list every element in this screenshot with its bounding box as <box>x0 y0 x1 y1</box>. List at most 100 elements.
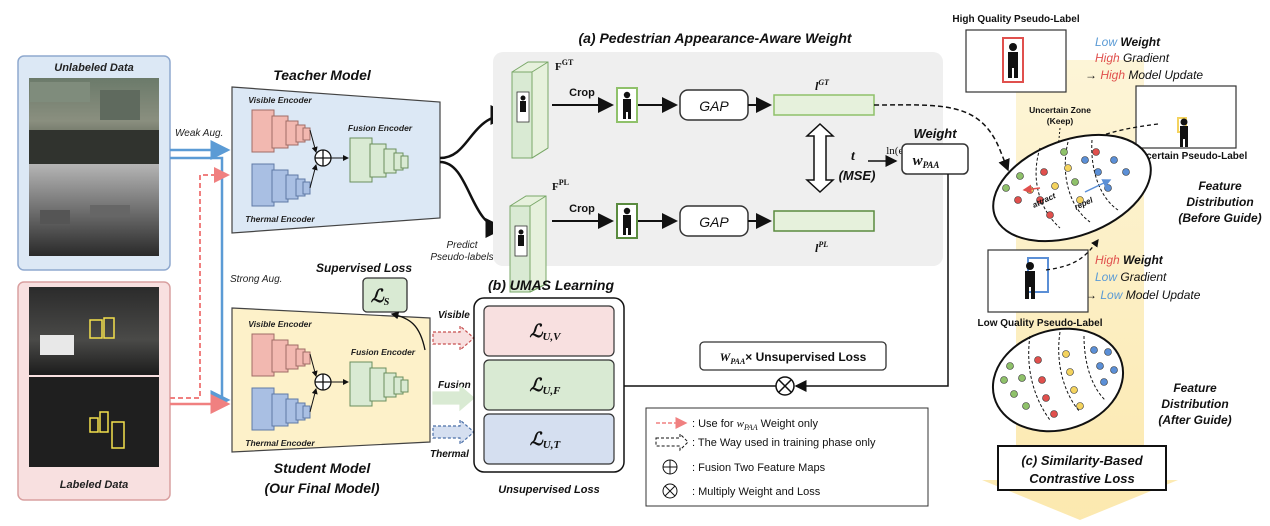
feature-points-after <box>1000 346 1118 418</box>
svg-text:WPAA× Unsupervised Loss: WPAA× Unsupervised Loss <box>720 350 867 366</box>
svg-text:: Use for wPAA Weight only: : Use for wPAA Weight only <box>692 418 818 432</box>
uncertain-label: Uncertain Pseudo-Label <box>1133 151 1248 162</box>
svg-text:ℒU,V: ℒU,V <box>530 321 563 343</box>
strong-aug-label: Strong Aug. <box>230 274 282 285</box>
svg-text:lPL: lPL <box>815 240 828 255</box>
svg-text:Low Gradient: Low Gradient <box>1095 270 1167 284</box>
teacher-visible-encoder-label: Visible Encoder <box>248 95 312 105</box>
vector-l-pl <box>773 210 875 232</box>
feature-map-pl: FPL <box>509 178 569 293</box>
paa-section: (a) Pedestrian Appearance-Aware Weight F… <box>493 30 943 293</box>
loss-u-v-box <box>483 305 615 357</box>
svg-text:: Fusion Two Feature Maps: : Fusion Two Feature Maps <box>692 462 826 474</box>
svg-text:FPL: FPL <box>552 178 569 193</box>
teacher-visible-encoder-blocks <box>251 109 311 153</box>
similarity-title-box <box>997 445 1167 491</box>
legend: : Use for wPAA Weight only : The Way use… <box>645 407 929 507</box>
student-visible-encoder-label: Visible Encoder <box>248 319 312 329</box>
legend-item-fusion: : Fusion Two Feature Maps <box>662 459 826 475</box>
guide-title-1: (c) Similarity-Based <box>1021 453 1143 468</box>
student-title: Student Model <box>274 460 372 476</box>
predict-label: Predict <box>446 240 478 251</box>
legend-item-dashed-arrow: : The Way used in training phase only <box>655 432 876 452</box>
predict-label-2: Pseudo-labels <box>430 252 493 263</box>
svg-text:→ Low Model Update: → Low Model Update <box>1085 288 1201 302</box>
svg-text:: Multiply Weight and Loss: : Multiply Weight and Loss <box>692 486 821 498</box>
umas-title: (b) UMAS Learning <box>488 277 614 293</box>
gt-to-guide-arrow <box>873 104 1010 172</box>
input-arrows: Weak Aug. Strong Aug. <box>170 128 282 414</box>
uncertain-zone-label: Uncertain Zone <box>1029 105 1091 115</box>
low-quality-label: Low Quality Pseudo-Label <box>977 318 1102 329</box>
student-visible-encoder-blocks <box>251 333 311 377</box>
teacher-fusion-encoder-blocks <box>349 137 409 183</box>
paa-title: (a) Pedestrian Appearance-Aware Weight <box>578 30 852 46</box>
mse-double-arrow <box>805 122 835 194</box>
labeled-data-label: Labeled Data <box>60 479 128 491</box>
loss-u-f-box <box>483 359 615 411</box>
contrastive-guide: High Quality Pseudo-Label Low Weight Hig… <box>952 14 1262 520</box>
svg-text:→ High Model Update: → High Model Update <box>1085 68 1203 82</box>
student-model: Visible Encoder Thermal Encoder Fusion E… <box>231 307 431 496</box>
crop-label-pl: Crop <box>569 203 595 215</box>
feat-before-1: Feature <box>1198 179 1242 193</box>
keep-label: (Keep) <box>1047 116 1074 126</box>
legend-item-red-dash: : Use for wPAA Weight only <box>656 417 818 432</box>
feat-before-2: Distribution <box>1186 195 1253 209</box>
svg-text:High Weight: High Weight <box>1095 253 1164 267</box>
svg-text:: The Way used in training pha: : The Way used in training phase only <box>692 437 876 449</box>
branch-fusion-label: Fusion <box>438 380 471 391</box>
supervised-loss-label: Supervised Loss <box>316 261 412 275</box>
svg-text:GAP: GAP <box>699 214 729 230</box>
teacher-fusion-encoder-label: Fusion Encoder <box>348 123 413 133</box>
svg-text:wPAA: wPAA <box>913 153 940 170</box>
guide-title-2: Contrastive Loss <box>1029 471 1134 486</box>
student-subtitle: (Our Final Model) <box>264 480 379 496</box>
svg-text:FGT: FGT <box>555 58 574 73</box>
svg-text:ℒU,F: ℒU,F <box>530 375 562 397</box>
supervised-loss: Supervised Loss ℒS <box>316 261 426 351</box>
crop-label-gt: Crop <box>569 87 595 99</box>
labeled-thermal-image <box>29 377 159 467</box>
svg-text:High Gradient: High Gradient <box>1095 51 1170 65</box>
legend-item-multiply: : Multiply Weight and Loss <box>662 483 821 499</box>
feat-before-3: (Before Guide) <box>1178 211 1261 225</box>
weight-title: Weight <box>913 126 957 141</box>
low-quality-image <box>987 249 1089 313</box>
feat-after-1: Feature <box>1173 381 1217 395</box>
vector-l-gt <box>773 94 875 116</box>
teacher-thermal-encoder-label: Thermal Encoder <box>245 214 315 224</box>
teacher-model: Teacher Model Visible Encoder Thermal En… <box>231 67 441 234</box>
umas-section: (b) UMAS Learning ℒU,V ℒU,F ℒU,T Unsuper… <box>473 277 625 496</box>
student-branches: Visible Fusion Thermal <box>430 310 475 460</box>
unsupervised-loss-label: Unsupervised Loss <box>498 484 599 496</box>
unlabeled-data-label: Unlabeled Data <box>54 62 133 74</box>
feature-map-gt: FGT <box>511 58 574 159</box>
feat-after-3: (After Guide) <box>1158 413 1231 427</box>
feat-after-2: Distribution <box>1161 397 1228 411</box>
student-fusion-encoder-blocks <box>349 361 409 407</box>
mse-label: (MSE) <box>839 168 876 183</box>
weak-aug-label: Weak Aug. <box>175 128 223 139</box>
labeled-visible-image <box>29 287 159 375</box>
labeled-data-panel: Labeled Data <box>17 281 171 501</box>
t-label: t <box>851 149 856 164</box>
high-quality-label: High Quality Pseudo-Label <box>952 14 1079 25</box>
feature-distribution-before: attract repel <box>992 133 1152 243</box>
student-fusion-encoder-label: Fusion Encoder <box>351 347 416 357</box>
teacher-thermal-encoder-blocks <box>251 163 311 207</box>
student-thermal-encoder-label: Thermal Encoder <box>245 438 315 448</box>
weight-box: Weight wPAA <box>901 126 969 175</box>
branch-thermal-label: Thermal <box>430 449 469 460</box>
student-thermal-encoder-blocks <box>251 387 311 431</box>
svg-text:lGT: lGT <box>815 78 830 93</box>
branch-visible-label: Visible <box>438 310 470 321</box>
svg-text:GAP: GAP <box>699 98 729 114</box>
svg-text:ℒU,T: ℒU,T <box>530 429 562 451</box>
loss-u-t-box <box>483 413 615 465</box>
unlabeled-data-panel: Unlabeled Data <box>17 55 171 271</box>
weighted-loss: WPAA× Unsupervised Loss <box>624 174 949 396</box>
feature-distribution-after <box>991 327 1125 433</box>
teacher-title: Teacher Model <box>273 67 372 83</box>
